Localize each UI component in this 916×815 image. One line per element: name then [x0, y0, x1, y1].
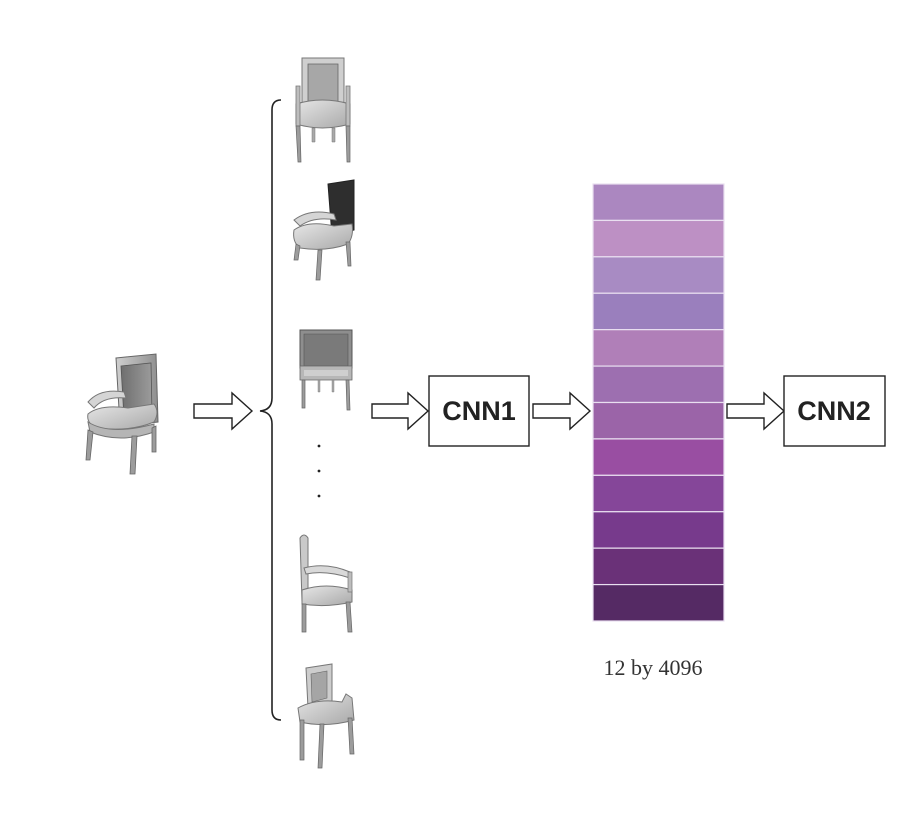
cnn1-label: CNN1 [442, 396, 516, 426]
chair-view-front-low-icon [297, 663, 355, 769]
cnn2-block: CNN2 [783, 375, 886, 447]
feature-matrix-row [592, 511, 725, 549]
feature-matrix-row [592, 329, 725, 367]
feature-matrix-row [592, 401, 725, 440]
chair-view-back-icon [299, 329, 353, 411]
chair-view-side-icon [299, 534, 353, 633]
feature-matrix-row [592, 292, 725, 331]
feature-matrix-caption: 12 by 4096 [604, 655, 703, 680]
feature-matrix-row [592, 438, 725, 476]
feature-matrix-row [592, 474, 725, 513]
feature-matrix-row [592, 365, 725, 404]
feature-matrix-row [592, 256, 725, 294]
arrow-right-icon [371, 391, 430, 431]
feature-matrix-row [592, 183, 725, 222]
ellipsis [317, 444, 321, 498]
feature-matrix-row [592, 219, 725, 258]
curly-brace [259, 99, 282, 721]
arrow-right-icon [532, 391, 592, 431]
cnn2-label: CNN2 [797, 396, 871, 426]
chair-view-angled-icon [293, 179, 355, 281]
cnn1-block: CNN1 [428, 375, 530, 447]
feature-matrix [592, 183, 725, 622]
chair-view-front-icon [295, 57, 351, 163]
feature-matrix-row [592, 547, 725, 586]
arrow-right-icon [726, 391, 786, 431]
input-chair-icon [85, 353, 159, 475]
arrow-right-icon [193, 391, 254, 431]
feature-matrix-row [592, 583, 725, 622]
